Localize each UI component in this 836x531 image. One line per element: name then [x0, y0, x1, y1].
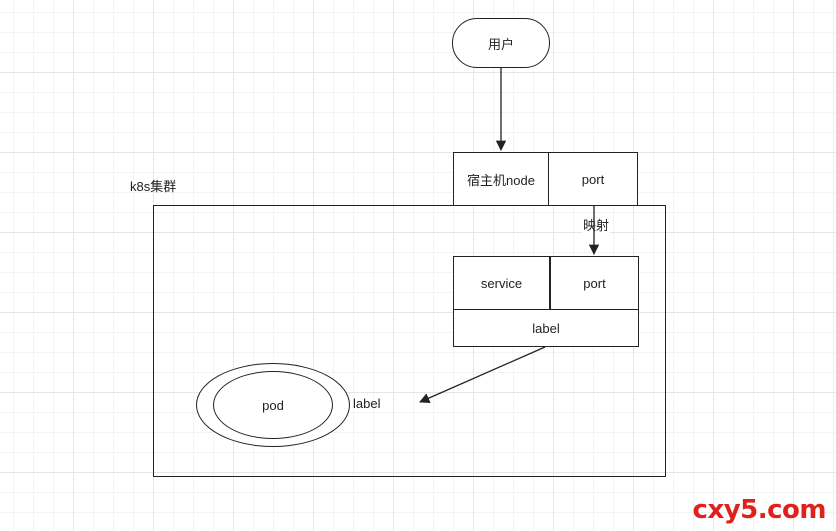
service-box[interactable]: service — [453, 256, 550, 310]
user-node[interactable]: 用户 — [452, 18, 550, 68]
service-port-box[interactable]: port — [550, 256, 639, 310]
pod-selector-label: label — [353, 396, 381, 411]
host-port-box-overlay: port — [548, 152, 638, 206]
cluster-label: k8s集群 — [130, 179, 177, 194]
pod-inner-ellipse[interactable]: pod — [213, 371, 333, 439]
pod-label: pod — [262, 397, 284, 413]
service-label-box[interactable]: label — [453, 309, 639, 347]
host-node-box-overlay: 宿主机node — [453, 152, 549, 206]
service-label: service — [480, 275, 523, 291]
watermark-logo: cxy5.com — [692, 495, 827, 525]
host-node-label-overlay: 宿主机node — [467, 172, 535, 188]
mapping-label: 映射 — [582, 215, 611, 234]
cluster-container[interactable] — [153, 205, 666, 477]
service-label-text: label — [532, 320, 560, 336]
service-port-label: port — [583, 275, 606, 291]
host-port-label-overlay: port — [581, 171, 605, 187]
user-node-label: 用户 — [487, 36, 514, 52]
